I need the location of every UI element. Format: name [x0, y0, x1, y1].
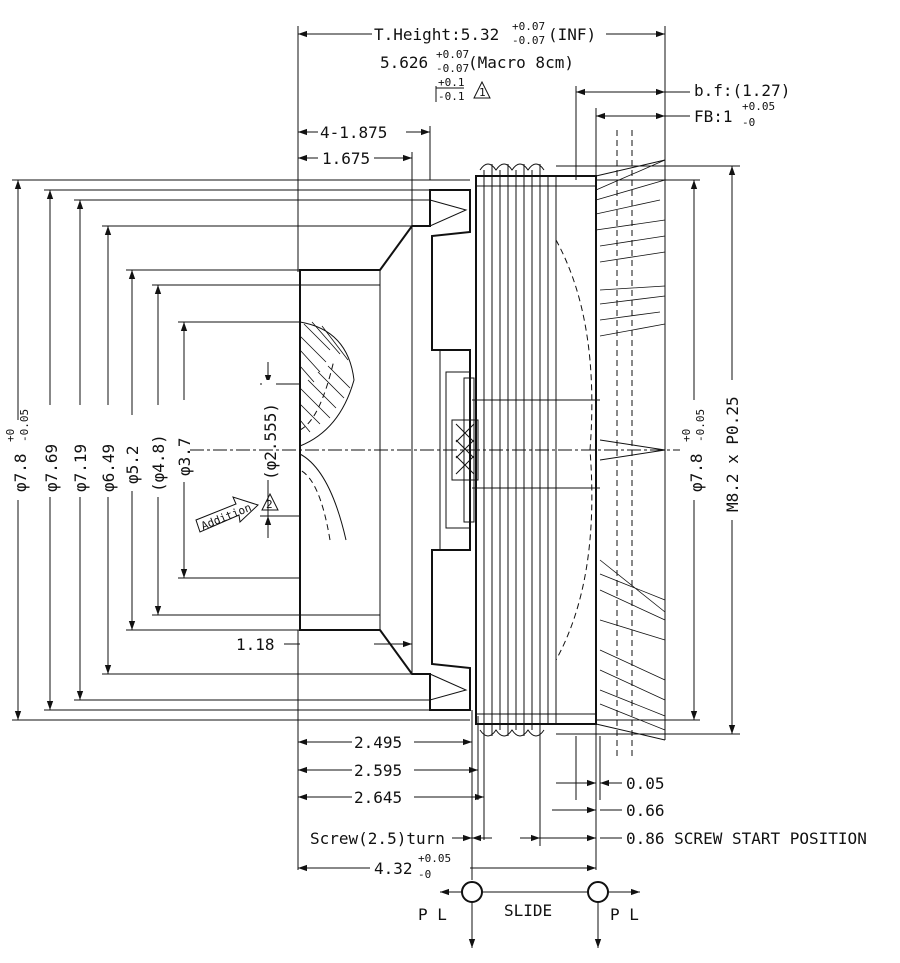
dim-1675: 1.675 [322, 149, 370, 168]
dim-2495: 2.495 [354, 733, 402, 752]
screw-turn-label: Screw(2.5)turn [310, 829, 445, 848]
top-dimension-group: T.Height:5.32 +0.07 -0.07 (INF) 5.626 +0… [297, 20, 790, 272]
addition-callout: Addition 2 [195, 492, 279, 533]
dim-118: 1.18 [236, 635, 275, 654]
dim-066: 0.66 [626, 801, 665, 820]
dia-52: φ5.2 [123, 445, 142, 484]
t-height-note: (INF) [548, 25, 596, 44]
bf-label: b.f:(1.27) [694, 81, 790, 100]
dia-78-right-tol-dn: -0.05 [694, 409, 707, 442]
dim-118-group: 1.18 [236, 635, 412, 654]
dia-37: φ3.7 [175, 437, 194, 476]
dia-2555: (φ2.555) [261, 403, 280, 480]
pl-right-circle [587, 881, 609, 903]
dim-4-1875: 4-1.875 [320, 123, 387, 142]
dia-78-left-tol-dn: -0.05 [18, 409, 31, 442]
macro-tol-up: +0.07 [436, 48, 469, 61]
macro-tol-dn: -0.07 [436, 62, 469, 75]
dia-769: φ7.69 [42, 444, 61, 492]
dia-649: φ6.49 [99, 444, 118, 492]
dia-78-right-tol-up: +0 [680, 429, 693, 442]
pl-slide-group: P L SLIDE P L [418, 881, 640, 948]
left-diameter-group: φ7.8 +0 -0.05 φ7.69 φ7.19 φ6.49 φ5.2 (φ4… [4, 179, 470, 721]
pl-left-label: P L [418, 905, 447, 924]
dia-48: (φ4.8) [149, 434, 168, 492]
bottom-dimension-group: 2.495 2.595 2.645 0.05 0.66 0.86 SCREW S… [297, 630, 867, 881]
dim-2645: 2.645 [354, 788, 402, 807]
pl-left-circle [461, 881, 483, 903]
thread-spec: M8.2 x P0.25 [723, 396, 742, 512]
revision-tol-b: -0.1 [438, 90, 465, 103]
t-height-label: T.Height:5.32 [374, 25, 499, 44]
dim-086: 0.86 SCREW START POSITION [626, 829, 867, 848]
t-height-tol-dn: -0.07 [512, 34, 545, 47]
t-height-tol-up: +0.07 [512, 20, 545, 33]
dim-2595: 2.595 [354, 761, 402, 780]
revision-triangle-1: 1 [473, 80, 491, 99]
svg-text:1: 1 [479, 86, 486, 99]
revision-triangle-2 [261, 492, 279, 511]
slide-label: SLIDE [504, 901, 552, 920]
right-dimension-group: φ7.8 +0 -0.05 M8.2 x P0.25 [556, 165, 742, 735]
fb-tol-dn: -0 [742, 116, 755, 129]
dia-78-right: φ7.8 [687, 453, 706, 492]
dim-432-tol-dn: -0 [418, 868, 431, 881]
fb-tol-up: +0.05 [742, 100, 775, 113]
dim-432: 4.32 [374, 859, 413, 878]
dia-78-left: φ7.8 [11, 453, 30, 492]
macro-height-label: 5.626 [380, 53, 428, 72]
svg-text:2: 2 [266, 498, 273, 511]
lens-body [190, 130, 680, 760]
pl-right-label: P L [610, 905, 639, 924]
macro-note: (Macro 8cm) [468, 53, 574, 72]
dim-432-tol-up: +0.05 [418, 852, 451, 865]
dia-2555-group: (φ2.555) [260, 362, 300, 538]
revision-tol-a: +0.1 [438, 76, 465, 89]
fb-label: FB:1 [694, 107, 733, 126]
dia-719: φ7.19 [71, 444, 90, 492]
dim-005: 0.05 [626, 774, 665, 793]
dia-78-left-tol-up: +0 [4, 429, 17, 442]
